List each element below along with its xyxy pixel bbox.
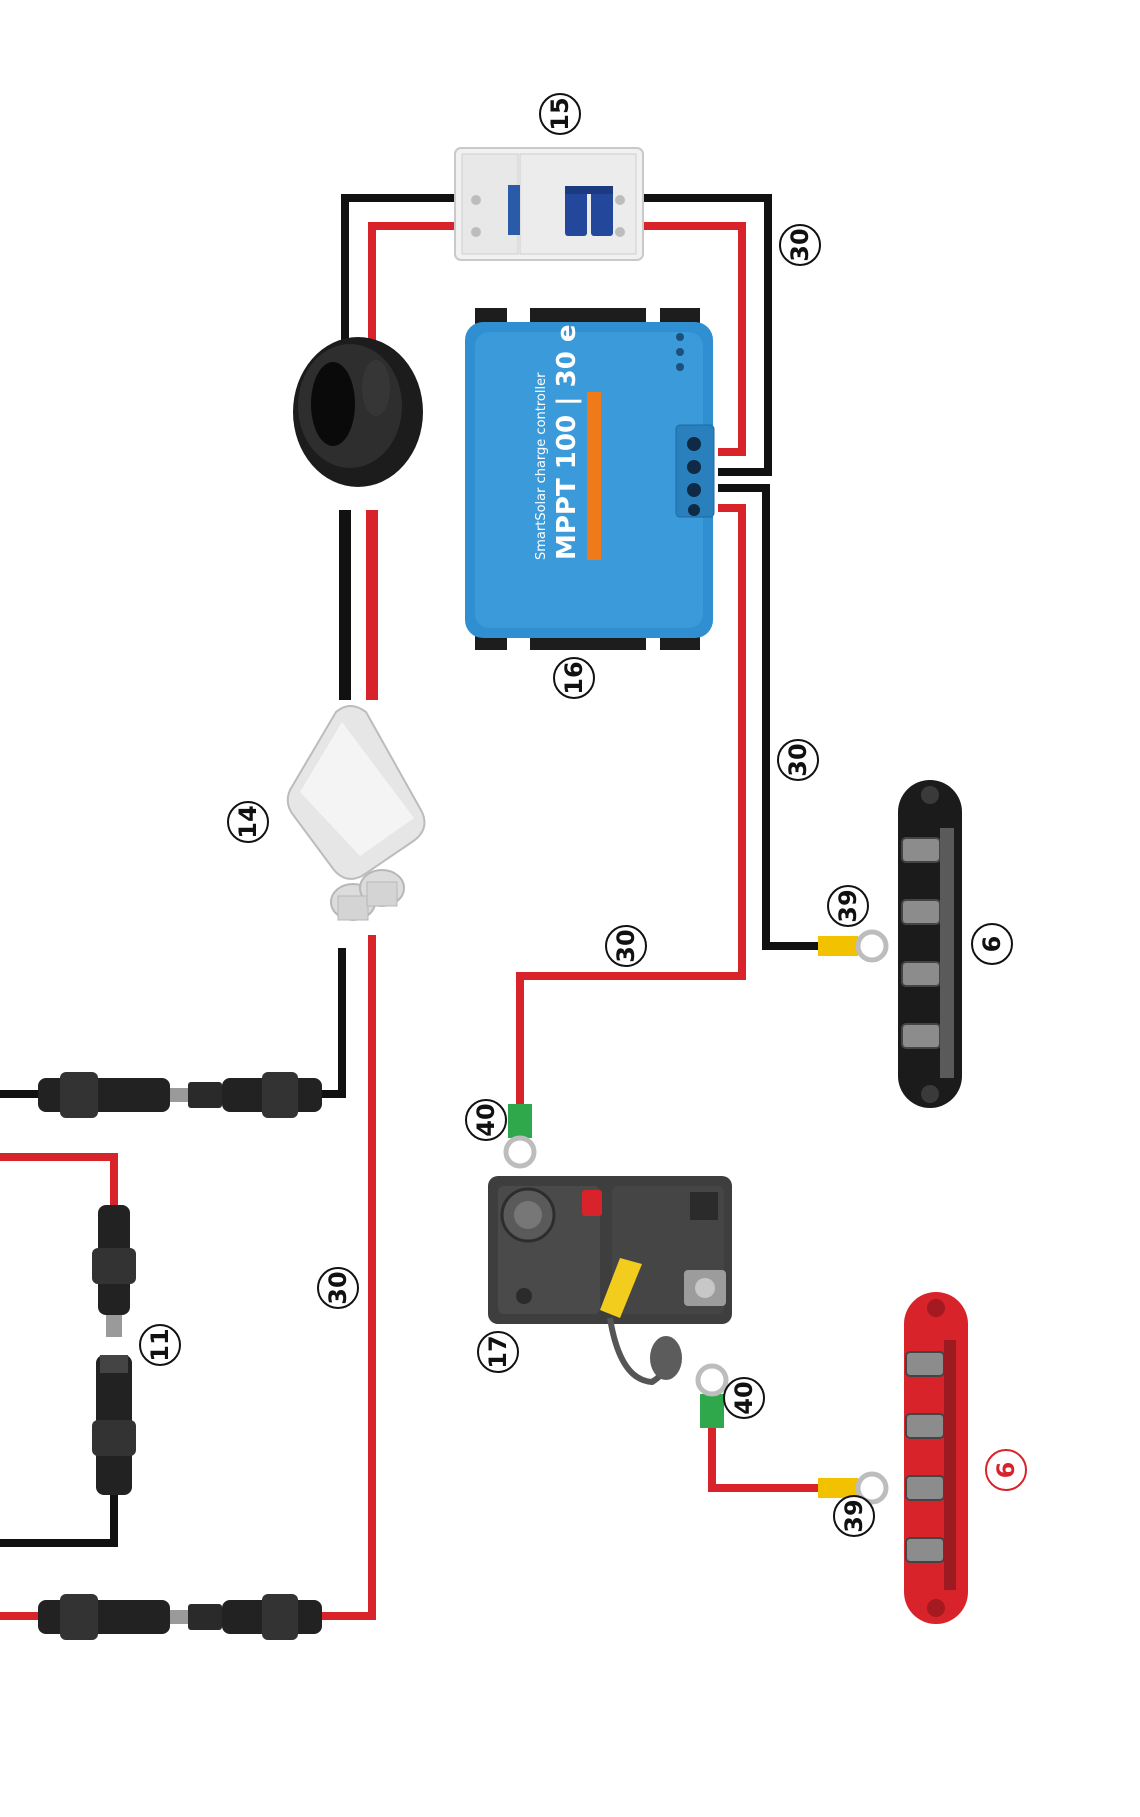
wire-positive-left-branch [0, 1153, 118, 1205]
busbar-negative-icon [898, 780, 962, 1108]
label-39-pos-text: 39 [840, 1499, 868, 1532]
mppt-controller-icon: MPPT 100 | 30 e SmartSolar charge contro… [465, 308, 715, 650]
wire-negative-left-branch [0, 1495, 118, 1547]
label-6-neg: 6 [971, 923, 1013, 965]
mppt-subtitle-text: SmartSolar charge controller [534, 372, 549, 560]
label-40-in: 40 [465, 1099, 507, 1141]
busbar-positive-icon [904, 1292, 968, 1624]
circuit-breaker-icon [488, 1176, 732, 1386]
label-16: 16 [553, 657, 595, 699]
label-30-left: 30 [317, 1267, 359, 1309]
label-30-neg-text: 30 [784, 743, 812, 776]
label-30-neg: 30 [777, 739, 819, 781]
label-39-pos: 39 [833, 1495, 875, 1537]
label-30-mid-text: 30 [612, 929, 640, 962]
label-39-neg-text: 39 [834, 889, 862, 922]
label-14-text: 14 [234, 805, 262, 838]
label-30-mid: 30 [605, 925, 647, 967]
wire-positive-breaker-to-busbar [708, 1428, 818, 1492]
wire-positive-mppt-to-breaker [516, 504, 746, 1104]
label-39-neg: 39 [827, 885, 869, 927]
label-30-left-text: 30 [324, 1271, 352, 1304]
wires [0, 194, 818, 1620]
label-40-in-text: 40 [472, 1103, 500, 1136]
entry-gland-icon [286, 705, 426, 921]
label-30-top-text: 30 [786, 228, 814, 261]
label-11: 11 [139, 1324, 181, 1366]
label-15-text: 15 [546, 97, 574, 130]
label-17: 17 [477, 1331, 519, 1373]
wire-positive-breaker-to-mppt [640, 222, 746, 456]
label-17-text: 17 [484, 1335, 512, 1368]
ring-terminal-icon [503, 929, 889, 1505]
callout-labels: 15 30 16 14 30 39 6 30 [139, 93, 1027, 1537]
label-40-out-text: 40 [730, 1381, 758, 1414]
label-15: 15 [539, 93, 581, 135]
wire-negative-breaker-to-grommet [341, 194, 458, 345]
wire-negative-mppt-to-busbar [718, 484, 818, 950]
label-11-text: 11 [146, 1328, 174, 1361]
mc4-connector-icon [38, 1072, 322, 1640]
label-40-out: 40 [723, 1377, 765, 1419]
label-6-pos-text: 6 [992, 1462, 1020, 1479]
wire-positive-breaker-to-grommet [368, 222, 458, 345]
dc-breaker-icon [454, 147, 644, 261]
label-30-top: 30 [779, 224, 821, 266]
wire-negative-breaker-to-mppt [640, 194, 772, 476]
wire-negative-gland-to-mc4 [318, 948, 346, 1098]
label-16-text: 16 [560, 661, 588, 694]
wire-positive-gland-to-mc4 [318, 935, 376, 1620]
label-14: 14 [227, 801, 269, 843]
label-6-neg-text: 6 [978, 936, 1006, 953]
cable-grommet-icon [293, 337, 423, 487]
mppt-model-text: MPPT 100 | 30 e [552, 324, 582, 560]
label-6-pos: 6 [985, 1449, 1027, 1491]
